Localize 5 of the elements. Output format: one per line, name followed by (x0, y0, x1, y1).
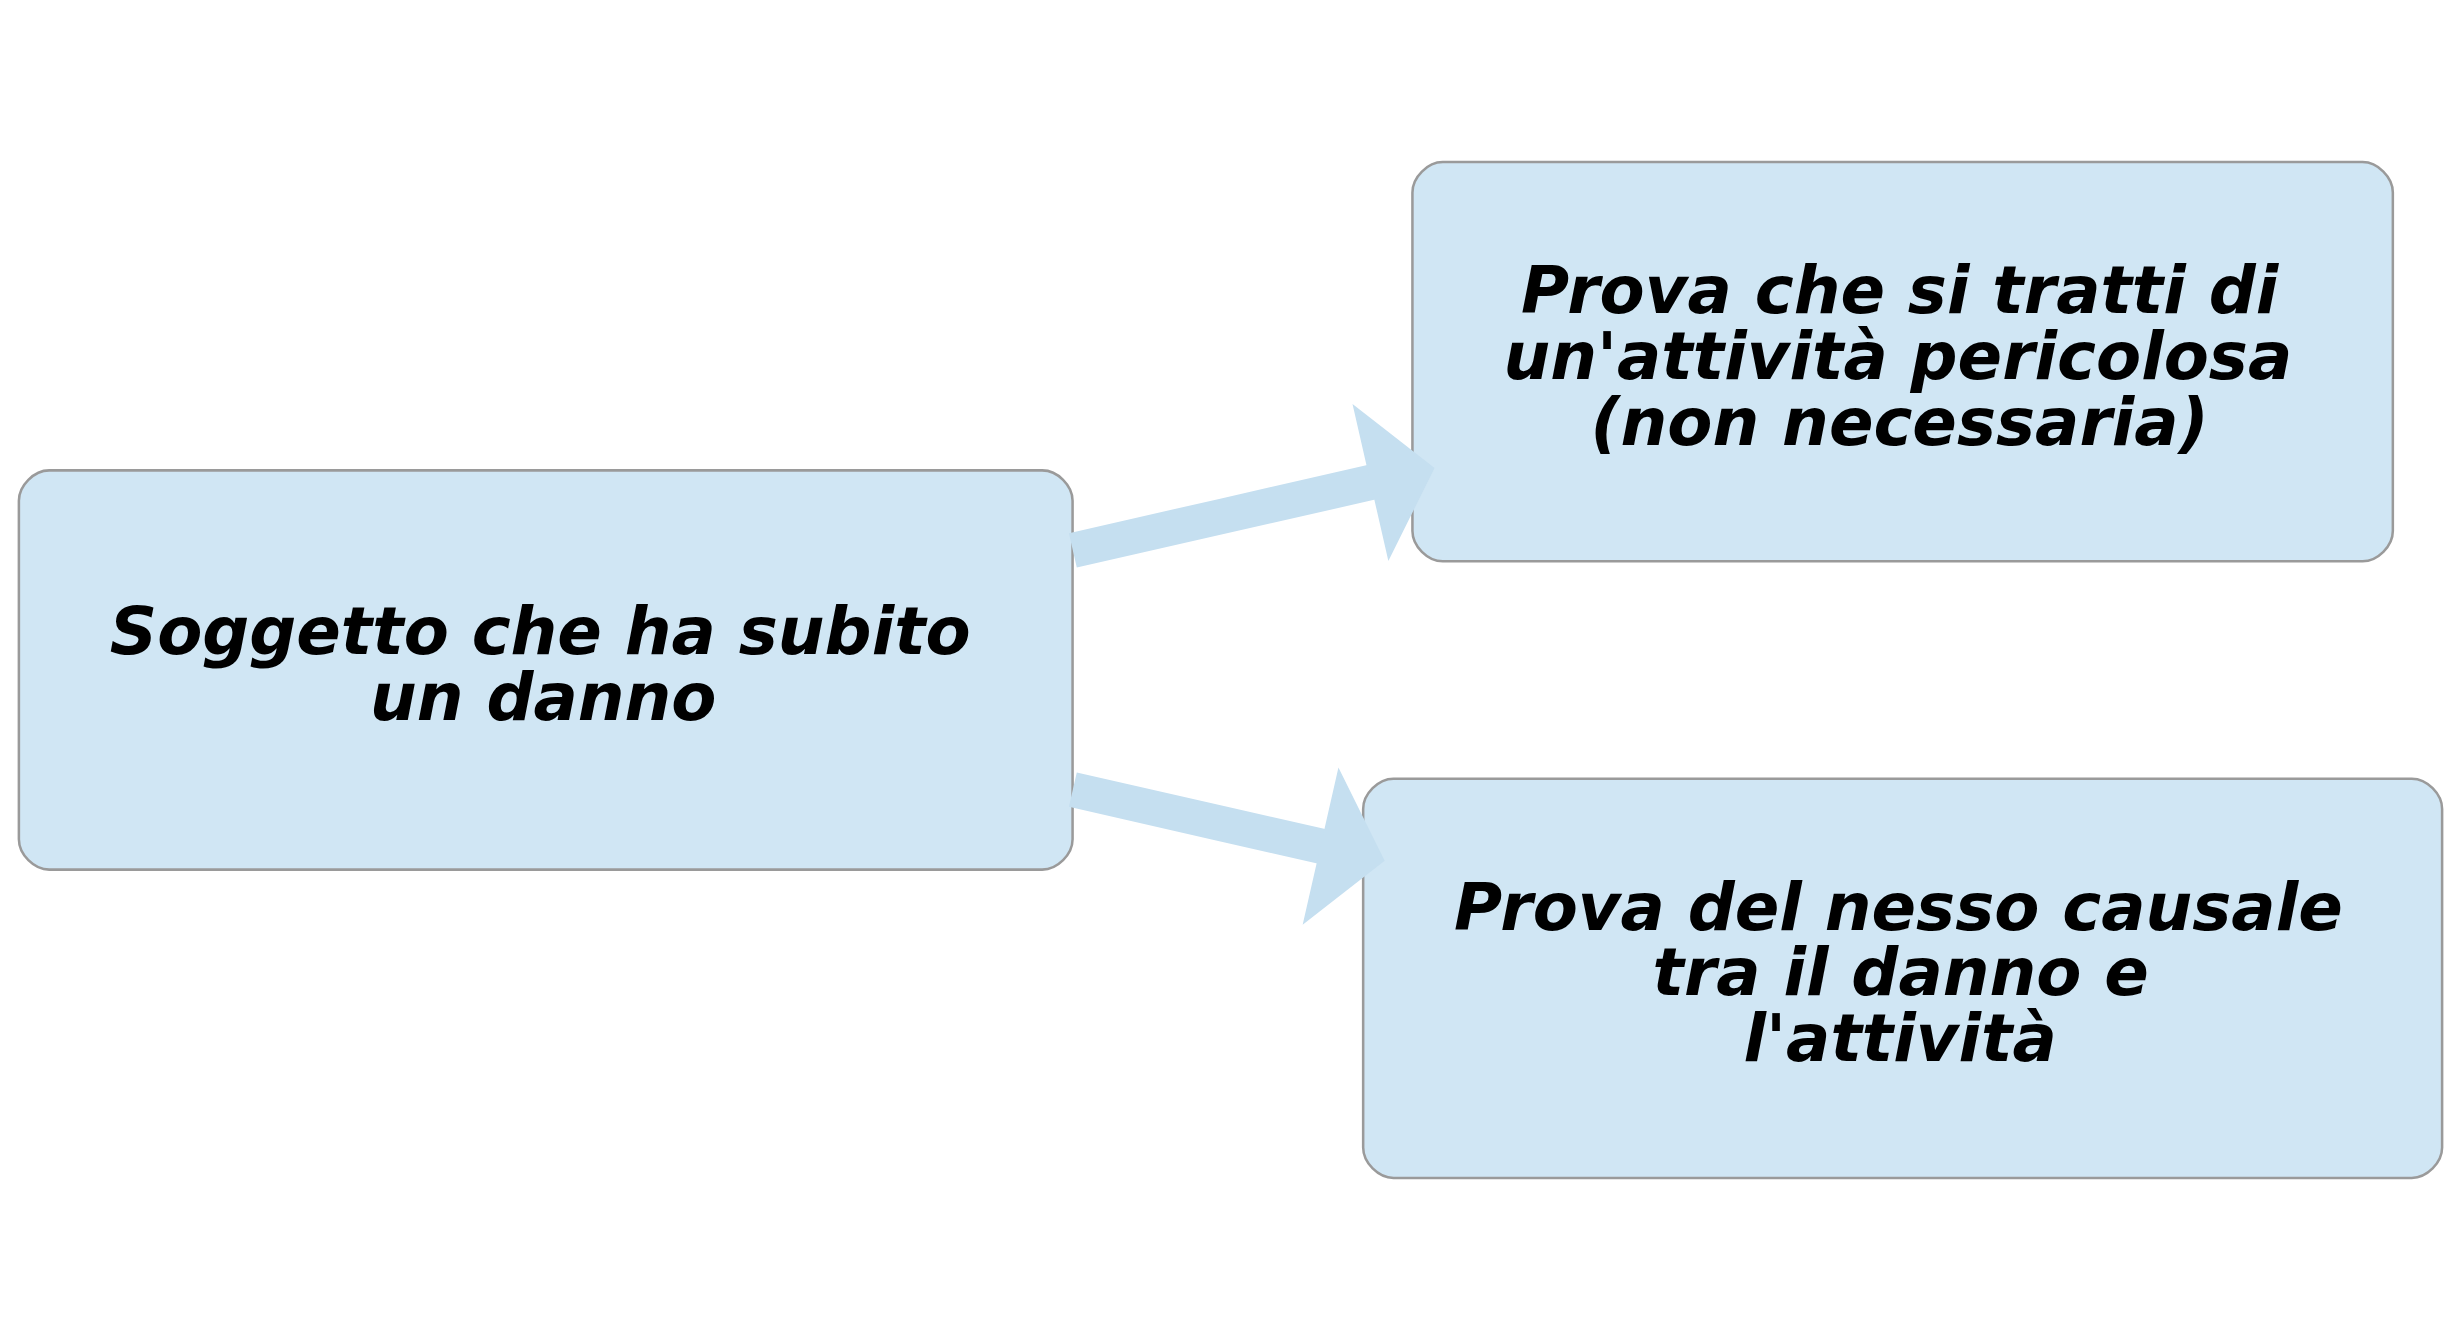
node-box: Soggetto che ha subito un danno (17, 468, 1074, 871)
arrow (1068, 767, 1385, 925)
node-box: Prova che si tratti di un'attività pericolosa (non necessaria) (1411, 160, 2395, 563)
node-box: Prova del nesso causale tra il danno e l'attività (1361, 776, 2444, 1179)
arrow (1068, 403, 1435, 568)
